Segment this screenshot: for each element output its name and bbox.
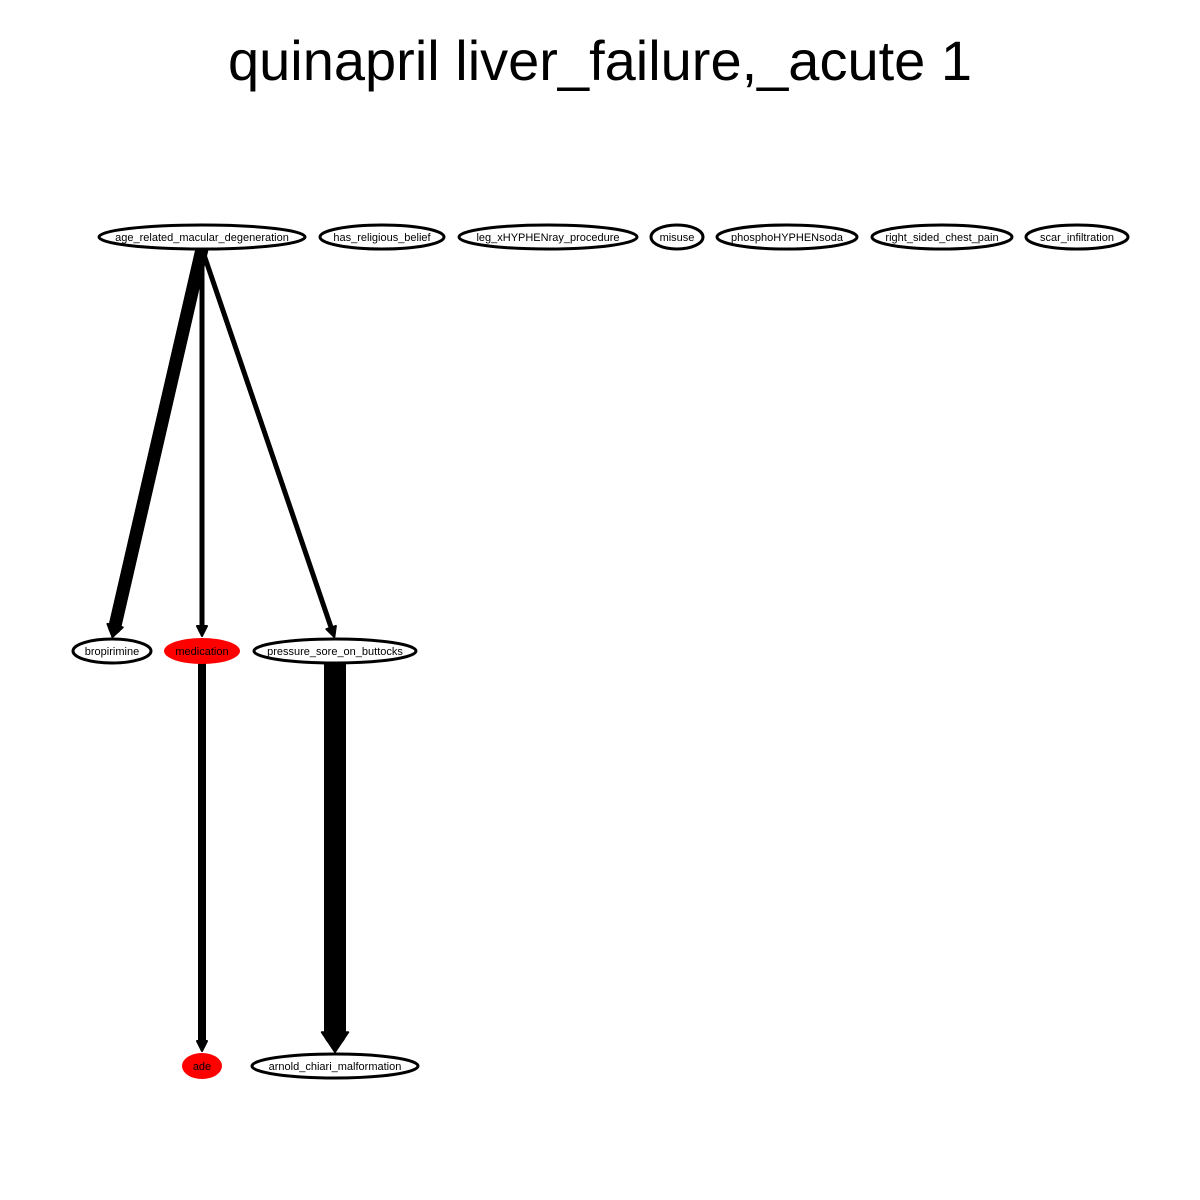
- edge-age_related_macular_degeneration-to-bropirimine: [106, 242, 209, 638]
- node-label: leg_xHYPHENray_procedure: [476, 232, 619, 244]
- node-age_related_macular_degeneration: age_related_macular_degeneration: [97, 223, 307, 251]
- edge-line: [108, 242, 209, 635]
- diagram-title: quinapril liver_failure,_acute 1: [228, 29, 972, 92]
- node-label: age_related_macular_degeneration: [115, 232, 289, 244]
- node-phosphosoda: phosphoHYPHENsoda: [715, 223, 859, 251]
- edge-medication-to-ade: [196, 660, 208, 1052]
- edge-age_related_macular_degeneration-to-pressure_sore_on_buttocks: [199, 246, 337, 638]
- node-shape: [649, 223, 705, 251]
- node-misuse: misuse: [649, 223, 705, 251]
- node-label: right_sided_chest_pain: [885, 232, 998, 244]
- edge-arrowhead: [106, 622, 124, 638]
- node-medication: medication: [164, 638, 240, 664]
- node-shape: [870, 223, 1014, 251]
- node-shape: [164, 638, 240, 664]
- node-shape: [182, 1053, 222, 1079]
- node-label: scar_infiltration: [1040, 232, 1114, 244]
- node-shape: [715, 223, 859, 251]
- node-shape: [97, 223, 307, 251]
- node-has_religious_belief: has_religious_belief: [318, 223, 446, 251]
- node-shape: [457, 223, 639, 251]
- node-label: pressure_sore_on_buttocks: [267, 646, 403, 658]
- node-label: bropirimine: [85, 646, 139, 658]
- edge-arrowhead: [320, 1031, 350, 1053]
- edge-pressure_sore_on_buttocks-to-arnold_chiari_malformation: [320, 652, 350, 1053]
- node-ade: ade: [182, 1053, 222, 1079]
- node-label: misuse: [660, 232, 695, 244]
- node-label: ade: [193, 1061, 211, 1073]
- edge-arrowhead: [196, 625, 208, 637]
- edge-age_related_macular_degeneration-to-medication: [196, 246, 208, 637]
- node-label: arnold_chiari_malformation: [269, 1061, 402, 1073]
- node-shape: [250, 1052, 420, 1080]
- node-right_sided_chest_pain: right_sided_chest_pain: [870, 223, 1014, 251]
- edge-arrowhead: [196, 1040, 208, 1052]
- edge-line: [199, 246, 335, 632]
- node-arnold_chiari_malformation: arnold_chiari_malformation: [250, 1052, 420, 1080]
- node-leg_xray_procedure: leg_xHYPHENray_procedure: [457, 223, 639, 251]
- node-label: has_religious_belief: [333, 232, 431, 244]
- nodes-layer: age_related_macular_degeneration has_reli…: [71, 223, 1130, 1080]
- node-shape: [252, 637, 418, 665]
- node-pressure_sore_on_buttocks: pressure_sore_on_buttocks: [252, 637, 418, 665]
- node-shape: [318, 223, 446, 251]
- node-scar_infiltration: scar_infiltration: [1024, 223, 1130, 251]
- node-label: phosphoHYPHENsoda: [731, 232, 844, 244]
- edges-layer: [106, 242, 350, 1053]
- node-label: medication: [175, 646, 228, 658]
- node-shape: [1024, 223, 1130, 251]
- node-shape: [71, 637, 153, 665]
- edge-arrowhead: [325, 624, 337, 638]
- node-bropirimine: bropirimine: [71, 637, 153, 665]
